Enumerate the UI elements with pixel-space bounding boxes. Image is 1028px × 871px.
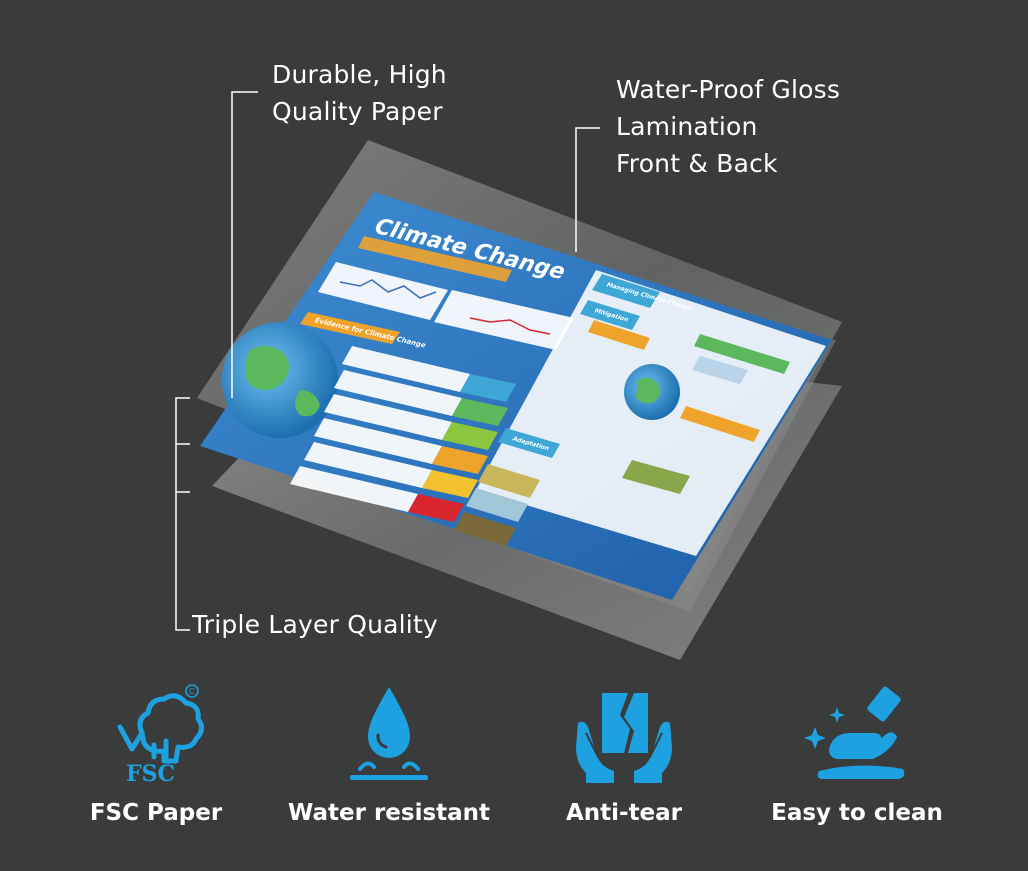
poster-layers-graphic: Climate Change Evidence for Climate Chan… [175,91,842,660]
svg-text:FSC: FSC [126,761,175,787]
svg-text:C: C [189,687,195,696]
tab-ice-cores [442,422,498,450]
callout-lamination-line-1: Water-Proof Gloss [616,75,841,104]
tab-sediment-cores [460,374,516,402]
callout-lamination: Water-Proof Gloss Lamination Front & Bac… [616,71,840,182]
feature-water-resistant: Water resistant [279,680,499,826]
fsc-tree-icon: C FSC [46,680,266,790]
triple-layer-bracket [175,397,190,631]
feature-easy-clean: Easy to clean [747,680,967,826]
feature-water-label: Water resistant [287,800,491,826]
callout-durable-paper: Durable, High Quality Paper [272,56,447,130]
feature-anti-tear: Anti-tear [514,680,734,826]
tab-pollen-analysis [422,470,478,498]
lamination-leader-line [575,127,600,252]
tab-temperature-records [432,446,488,474]
feature-tear-label: Anti-tear [565,800,683,826]
callout-paper-line-2: Quality Paper [272,97,443,126]
water-drop-icon [279,680,499,790]
wipe-hand-icon [747,680,967,790]
feature-fsc-paper: C FSC FSC Paper [46,680,266,826]
callout-triple-text: Triple Layer Quality [192,610,438,639]
callout-lamination-line-2: Lamination [616,112,758,141]
climate-change-poster: Climate Change Evidence for Climate Chan… [200,192,832,600]
feature-clean-label: Easy to clean [771,800,943,826]
tab-tree-rings [452,398,508,426]
paper-leader-line [231,91,258,398]
tab-historical-records [408,494,464,522]
callout-paper-line-1: Durable, High [272,60,447,89]
feature-fsc-label: FSC Paper [89,800,223,826]
callout-triple-layer: Triple Layer Quality [192,606,438,643]
torn-paper-hands-icon [514,680,734,790]
callout-lamination-line-3: Front & Back [616,149,778,178]
